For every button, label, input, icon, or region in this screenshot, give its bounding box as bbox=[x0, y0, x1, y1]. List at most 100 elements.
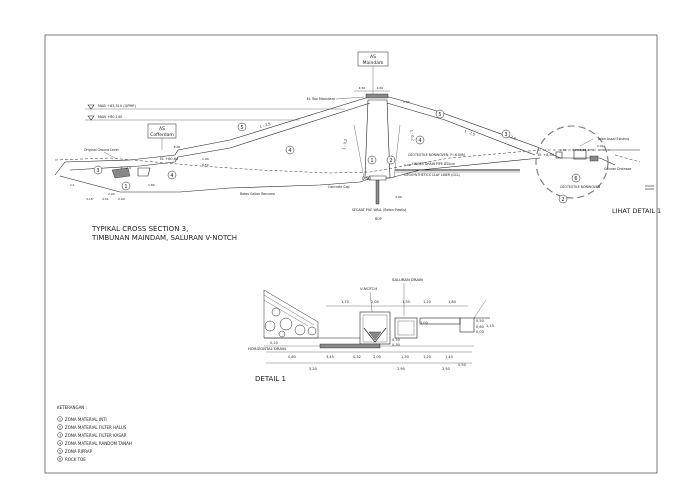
zone-marker-random: 4 bbox=[170, 173, 173, 179]
legend-item: 4 ZONA MATERIAL RANDOM TANAH bbox=[57, 440, 132, 446]
slope-label: 1 : 2,5 bbox=[259, 122, 271, 129]
zone-marker-core: 1 bbox=[370, 158, 373, 164]
detail-right-dim: 1,15 bbox=[486, 324, 494, 328]
geotextile-right-label: GEOTEXTILE NONWOVEN bbox=[560, 185, 601, 189]
callout-maindam-text: Maindam bbox=[363, 60, 384, 66]
main-cross-section: AS Maindam AS Cofferdam MAB +83,310 (QPM… bbox=[54, 51, 661, 221]
detail-horizontal-drain-label: HORIZONTAL DRAIN bbox=[248, 346, 286, 351]
batas-galian-label: Batas Galian Rencana bbox=[240, 192, 275, 196]
saluran-box bbox=[573, 149, 587, 160]
legend-number: 4 bbox=[59, 442, 61, 446]
detail-1-drawing: 1,70 2,00 1,30 1,20 1,80 SALURAN DRAIN V… bbox=[248, 277, 494, 383]
crest-pad bbox=[365, 93, 389, 99]
lihat-detail-label: LIHAT DETAIL 1 bbox=[612, 207, 661, 215]
dim-crest-side: 5.00 bbox=[403, 100, 410, 104]
dam-outline bbox=[54, 95, 616, 176]
dim-left-b3: 2.00 bbox=[118, 197, 125, 201]
detail-right-dim: 0,50 bbox=[476, 319, 484, 323]
legend-text: ZONA MATERIAL RANDOM TANAH bbox=[65, 441, 132, 446]
riprap-line-downstream bbox=[386, 102, 536, 156]
callout-as-maindam: AS Maindam bbox=[357, 51, 389, 94]
road-box bbox=[589, 155, 599, 162]
detail-top-dim: 1,70 bbox=[341, 300, 349, 304]
man-label: MAN +80,140 bbox=[98, 115, 122, 119]
detail-left-dim: 0,20 bbox=[270, 341, 278, 345]
detail-top-dim: 1,80 bbox=[448, 300, 456, 304]
detail-bottom-dim: 1,40 bbox=[445, 355, 453, 359]
saluran-drainase-label: Saluran Drainase bbox=[604, 167, 631, 171]
dim-core-w: 0.50 bbox=[362, 176, 371, 181]
concrete-cap bbox=[368, 175, 387, 181]
boulders bbox=[264, 307, 317, 338]
filter-fine-line bbox=[393, 124, 401, 179]
dim-left-b2: 4.0k bbox=[102, 197, 109, 201]
dim-coffer-h1: 1.00 bbox=[202, 157, 209, 161]
detail-v-notch-label: V-NOTCH bbox=[360, 286, 377, 291]
legend-item: 5 ZONA RIPRAP bbox=[57, 448, 93, 454]
secant-pile-wall bbox=[375, 177, 380, 205]
detail-right-dim: 0,60 bbox=[476, 325, 484, 329]
filter-fine-line bbox=[353, 124, 365, 179]
v-notch-box bbox=[555, 151, 563, 159]
zone-marker-filter-coarse: 3 bbox=[96, 168, 99, 174]
legend-item: 1 ZONA MATERIAL INTI bbox=[57, 416, 107, 422]
legend-text: ROCK TOE bbox=[65, 457, 86, 462]
dim-crest-right: 4.50 bbox=[377, 86, 384, 90]
detail-top-dim: 1,30 bbox=[402, 300, 410, 304]
section-title-line2: TIMBUNAN MAINDAM, SALURAN V-NOTCH bbox=[91, 234, 237, 242]
bop-label: BOP bbox=[375, 217, 382, 221]
legend-number: 5 bbox=[59, 450, 61, 454]
detail-inner-label: 1,00 bbox=[420, 321, 428, 325]
dim-left-b1: 3.18 bbox=[86, 197, 93, 201]
detail-bottom-dim: 2,50 bbox=[442, 367, 450, 371]
legend-number: 6 bbox=[59, 458, 61, 462]
riprap-line-upstream bbox=[69, 102, 371, 171]
detail-bottom-dim: 2,90 bbox=[397, 367, 405, 371]
geosynthetic-label: GEOSYNTHETICS CLAY LINER (GCL) bbox=[404, 173, 460, 177]
detail-circle bbox=[535, 125, 609, 199]
detail-bottom-dim: 0,32 bbox=[353, 355, 361, 359]
detail-bottom-dim: 0,60 bbox=[288, 355, 296, 359]
ground-right bbox=[614, 154, 641, 163]
callout-as-cofferdam: AS Cofferdam bbox=[147, 123, 177, 150]
dim-coffer-top: 8.00 bbox=[174, 145, 181, 149]
detail-bottom-dim: 2,00 bbox=[373, 355, 381, 359]
dim-right-w2: 2.00 bbox=[560, 148, 567, 152]
detail-bottom-dim: 1,30 bbox=[401, 355, 409, 359]
saluran-drain-channel bbox=[394, 317, 418, 339]
callout-as-text: AS bbox=[370, 54, 376, 60]
dim-right-w: 2.00 bbox=[597, 144, 604, 148]
foundation-line bbox=[59, 157, 541, 193]
detail-top-dim: 1,20 bbox=[423, 300, 431, 304]
legend-text: ZONA RIPRAP bbox=[65, 449, 93, 454]
legend-heading: KETERANGAN : bbox=[57, 405, 87, 410]
slope-label: 1 : 2,5 bbox=[505, 133, 517, 141]
section-title-line1: TYPIKAL CROSS SECTION 3, bbox=[91, 225, 188, 233]
detail-bottom-dim: 1,20 bbox=[423, 355, 431, 359]
detail-bottom-dim: 3,45 bbox=[326, 355, 334, 359]
detail-top-dim: 2,00 bbox=[371, 300, 379, 304]
zone-marker-filter-fine: 2 bbox=[561, 197, 564, 203]
legend-number: 1 bbox=[59, 418, 61, 422]
legend-text: ZONA MATERIAL FILTER HALUS bbox=[65, 425, 127, 430]
slope-label: 1 : 2,5 bbox=[120, 166, 131, 170]
dim-left-toe: 2.00 bbox=[108, 192, 115, 196]
legend-item: 6 ROCK TOE bbox=[57, 456, 86, 462]
zone-marker-rock-toe: 6 bbox=[574, 176, 577, 182]
zone-marker-random: 4 bbox=[288, 148, 291, 154]
el-8-94-label: EL +8,94 bbox=[538, 153, 555, 157]
horizontal-drain bbox=[319, 343, 381, 349]
legend-item: 3 ZONA MATERIAL FILTER KASAR bbox=[57, 432, 127, 438]
slope-label: 1 : 2,5 bbox=[464, 129, 476, 137]
zone-marker-riprap: 5 bbox=[240, 125, 243, 131]
detail-mid-dim: 0,30 bbox=[392, 338, 400, 342]
concrete-cap-label: Concrete Cap bbox=[328, 185, 350, 189]
original-ground-label: Original Ground Level bbox=[84, 148, 119, 152]
water-level-icon bbox=[87, 115, 95, 121]
detail-right-dim: 0,00 bbox=[476, 330, 484, 334]
detail-bottom-dim: 5,20 bbox=[309, 367, 317, 371]
zone-marker-filter-coarse: 3 bbox=[504, 132, 507, 138]
zone-markers: 1 2 1 3 4 4 4 5 5 3 6 2 bbox=[93, 109, 581, 204]
finger-drain-label: FINGER DRAIN PIPE Ø20cm bbox=[412, 161, 455, 166]
